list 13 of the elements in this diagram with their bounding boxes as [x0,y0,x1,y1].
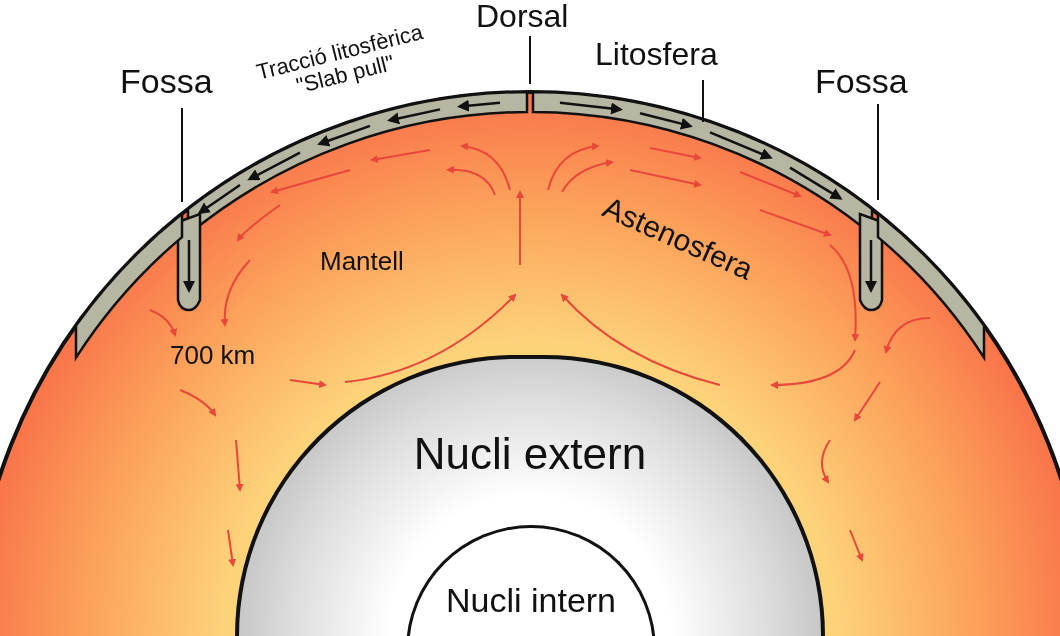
mantle-label: Mantell [320,248,404,276]
trench-label: Fossa [120,64,213,100]
leader-line [702,79,704,123]
ridge-label: Dorsal [476,0,569,34]
leader-line [877,103,879,201]
depth-label: 700 km [170,342,256,370]
inner-core-label: Nucli intern [444,583,618,619]
lithosphere-label: Litosfera [595,38,718,72]
outer-core-label: Nucli extern [412,431,648,478]
trench-label: Fossa [815,64,908,100]
leader-line [529,35,531,85]
leader-line [181,107,183,203]
force-label: Tracció litosfèrica "Slab pull" [253,18,427,101]
